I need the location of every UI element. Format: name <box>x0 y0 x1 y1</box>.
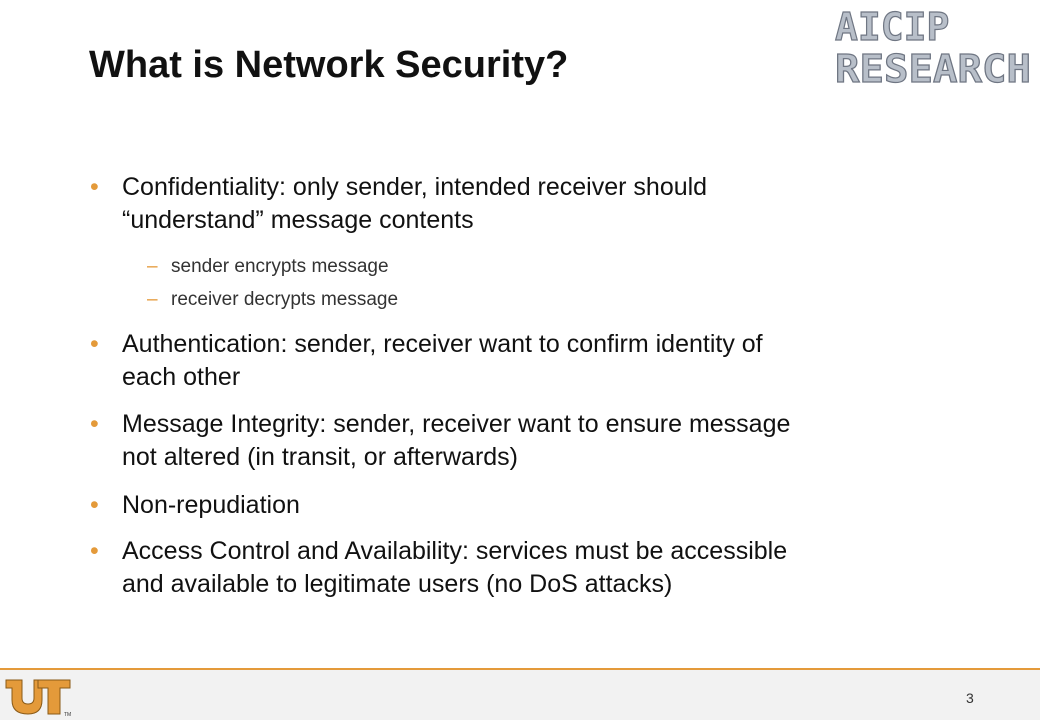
footer-divider <box>0 668 1040 671</box>
bullet-text-line: Confidentiality: only sender, intended r… <box>122 173 708 201</box>
bullet-marker: • <box>90 537 99 565</box>
slide-footer <box>0 670 1040 720</box>
sub-bullet-encrypt: – sender encrypts message <box>147 255 931 279</box>
bullet-message-integrity: • Message Integrity: sender, receiver wa… <box>90 408 982 474</box>
ut-logo-u-shape <box>5 679 43 715</box>
ut-logo: TM <box>5 679 71 718</box>
logo-line-2: RESEARCH <box>835 47 1031 91</box>
bullet-marker: • <box>90 330 99 358</box>
bullet-text-line: Non-repudiation <box>122 491 300 519</box>
bullet-access-control: • Access Control and Availability: servi… <box>90 535 982 601</box>
sub-bullet-marker: – <box>147 256 158 277</box>
bullet-text-line: Authentication: sender, receiver want to… <box>122 330 763 358</box>
bullet-marker: • <box>90 410 99 438</box>
bullet-text-line: Access Control and Availability: service… <box>122 537 788 565</box>
ut-logo-t-shape <box>37 679 71 715</box>
ut-logo-tm: TM <box>64 712 71 718</box>
bullet-authentication: • Authentication: sender, receiver want … <box>90 328 982 394</box>
sub-bullet-marker: – <box>147 289 158 310</box>
sub-bullet-text: sender encrypts message <box>171 256 389 277</box>
slide-title: What is Network Security? <box>89 44 569 86</box>
bullet-text-line: and available to legitimate users (no Do… <box>122 570 673 598</box>
sub-bullet-text: receiver decrypts message <box>171 289 399 310</box>
page-number: 3 <box>966 690 974 706</box>
bullet-marker: • <box>90 491 99 519</box>
bullet-text-line: Message Integrity: sender, receiver want… <box>122 410 791 438</box>
aicip-research-logo: AICIP RESEARCH <box>834 4 1031 91</box>
bullet-text-line: “understand” message contents <box>122 206 474 234</box>
bullet-text-line: each other <box>122 363 241 391</box>
bullet-non-repudiation: • Non-repudiation <box>90 489 982 522</box>
logo-line-1: AICIP <box>835 5 949 49</box>
bullet-marker: • <box>90 173 99 201</box>
sub-bullet-decrypt: – receiver decrypts message <box>147 288 931 312</box>
bullet-confidentiality: • Confidentiality: only sender, intended… <box>90 171 982 237</box>
bullet-text-line: not altered (in transit, or afterwards) <box>122 443 518 471</box>
